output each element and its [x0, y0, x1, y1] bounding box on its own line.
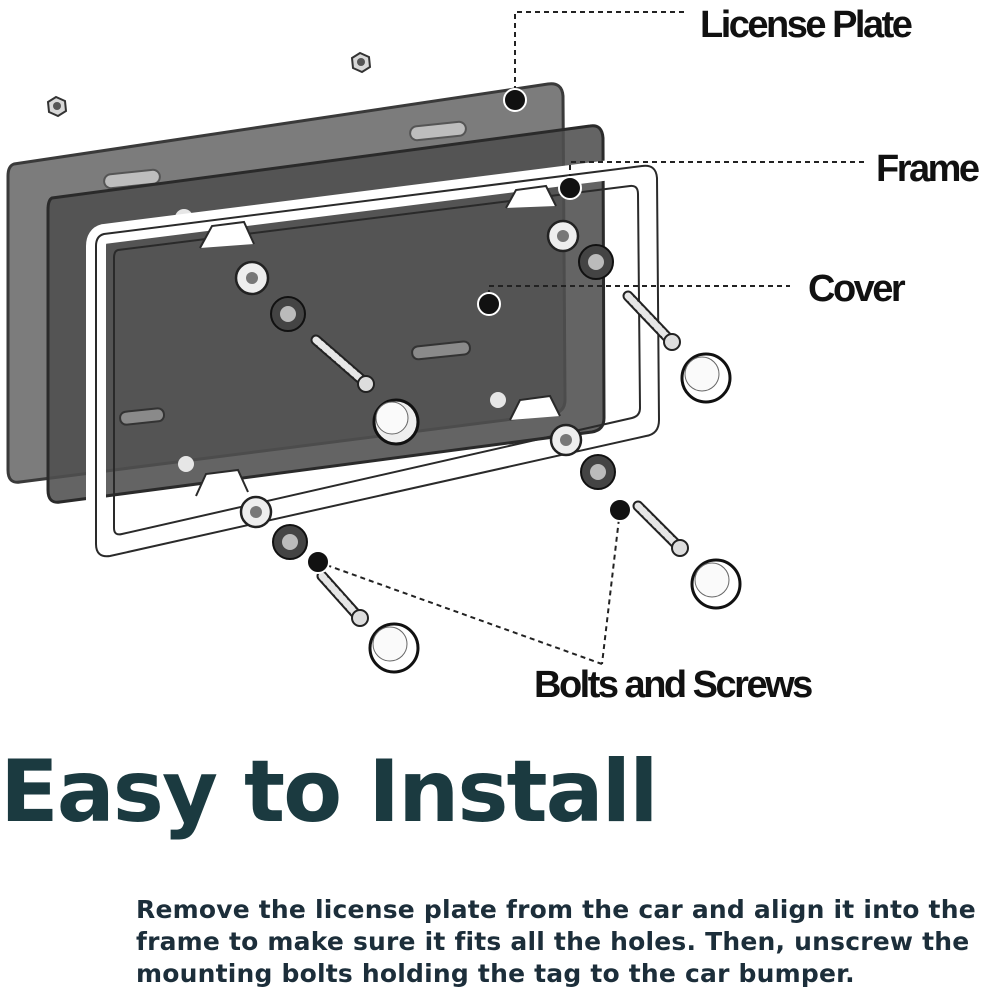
cover-slot: [411, 340, 471, 361]
leader-dot: [503, 88, 527, 112]
license-plate-label: License Plate: [700, 4, 913, 46]
frame-label: Frame: [876, 148, 980, 190]
description-line: mounting bolts holding the tag to the ca…: [136, 959, 855, 988]
washer-icon: [549, 423, 583, 457]
spacer-icon: [272, 524, 308, 560]
nut-icon: [350, 51, 372, 74]
description-line: frame to make sure it fits all the holes…: [136, 927, 970, 956]
leader-dot: [608, 498, 632, 522]
cover-hole: [178, 456, 194, 472]
washer-icon: [239, 495, 273, 529]
nut-icon: [46, 95, 68, 118]
screw-icon: [310, 334, 375, 393]
description-line: Remove the license plate from the car an…: [136, 895, 976, 924]
screw-icon: [622, 290, 681, 351]
exploded-assembly-diagram: [6, 11, 868, 674]
cover-hole: [490, 392, 506, 408]
screw-icon: [632, 500, 689, 557]
spacer-icon: [578, 244, 614, 280]
spacer-icon: [270, 296, 306, 332]
washer-icon: [546, 219, 580, 253]
plate-slot: [409, 120, 467, 142]
headline: Easy to Install: [0, 742, 659, 842]
leader-bolts: [317, 509, 621, 665]
washer-icon: [234, 260, 270, 296]
cap-icon: [680, 352, 732, 404]
cap-icon: [690, 558, 742, 610]
screw-icon: [316, 570, 369, 627]
cap-icon: [368, 622, 420, 674]
spacer-icon: [580, 454, 616, 490]
leader-dot: [306, 550, 330, 574]
bolts-and-screws-label: Bolts and Screws: [534, 664, 813, 706]
cover-label: Cover: [808, 268, 906, 310]
frame-shape: [86, 155, 670, 567]
leader-cover: [488, 285, 790, 304]
cover-slot: [119, 407, 166, 426]
leader-license-plate: [514, 11, 684, 100]
leader-dot: [477, 292, 501, 316]
leader-dot: [558, 176, 582, 200]
install-description: Remove the license plate from the car an…: [136, 894, 996, 990]
cap-icon: [372, 398, 420, 446]
